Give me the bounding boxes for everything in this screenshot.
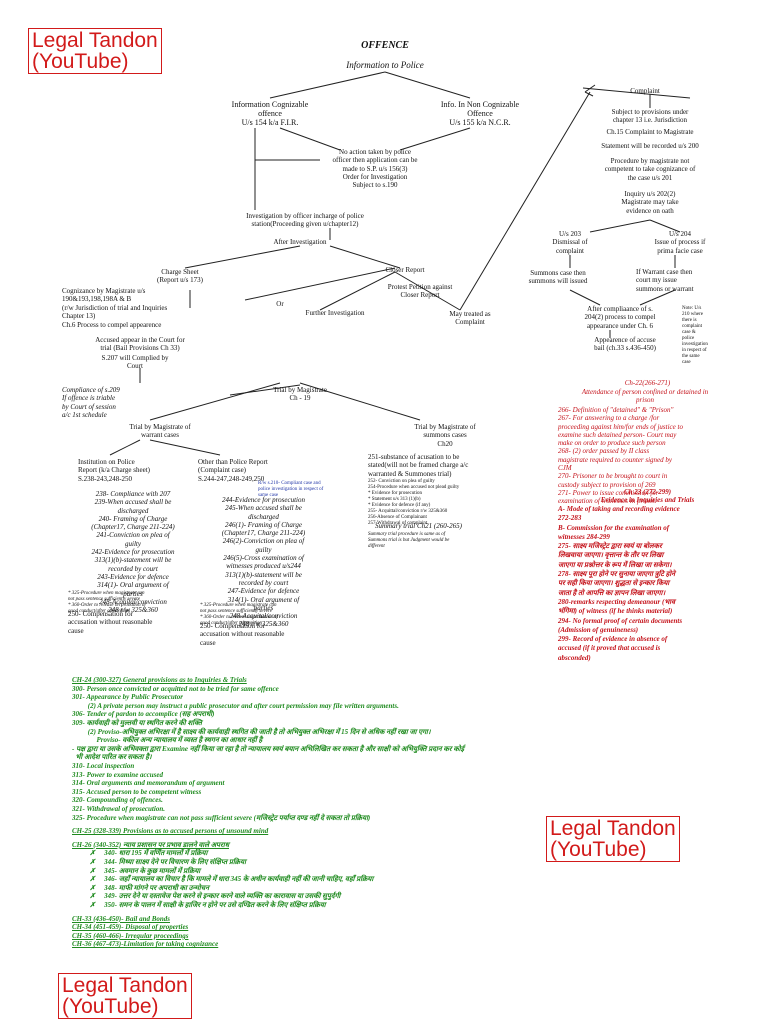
bottom-line: Proviso- वकील अन्य न्यायालय में व्यस्त ह… bbox=[72, 736, 263, 745]
bottom-line: CH-26 (340-352) न्याय प्रशासन पर प्रभाव … bbox=[72, 840, 230, 849]
node-cognizance: Cognizance by Magistrate u/s 190&193,198… bbox=[62, 287, 168, 320]
ch22-title: Ch-22(266-271) bbox=[624, 379, 671, 387]
bottom-line: ✗ 344- मिथ्या साक्ष्य देने पर विचारण के … bbox=[72, 858, 246, 866]
bottom-line: 320- Compounding of offences. bbox=[72, 796, 163, 805]
node-may-treated: May treated as Complaint bbox=[449, 310, 491, 327]
ch23-title: Ch 23 (272-299) bbox=[623, 488, 672, 496]
ch23-items: A- Mode of taking and recording evidence… bbox=[558, 505, 683, 662]
ch23-subtitle: Evidence in Inquiries and Trials bbox=[600, 496, 695, 504]
node-statement-200: Statement will be recorded u/s 200 bbox=[601, 142, 699, 150]
node-police-report-notes: * 325-Procedure when magistrate can not … bbox=[68, 591, 146, 614]
node-ch6: Ch.6 Process to compel appearence bbox=[62, 321, 162, 329]
node-appearance-bail: Appearence of accuse bail (ch.33 s.436-4… bbox=[594, 336, 656, 353]
watermark-bottom-left: Legal Tandon (YouTube) bbox=[58, 973, 192, 1019]
node-summons-cases: Trial by Magistrate of summons cases Ch2… bbox=[414, 423, 476, 448]
bottom-line: 300- Person once convicted or acquitted … bbox=[72, 684, 279, 693]
bottom-line: ✗ 346- जहाँ न्यायालय का विचार है कि मामल… bbox=[72, 875, 374, 884]
bottom-line: CH-24 (300-327) General provisions as to… bbox=[72, 676, 247, 684]
node-warrant-cases: Trial by Magistrate of warrant cases bbox=[129, 423, 191, 440]
node-ch15: Ch.15 Complaint to Magistrate bbox=[606, 128, 694, 136]
node-other-report-250: 250- Compensation for accusation without… bbox=[200, 622, 285, 647]
bottom-line: 314- Oral arguments and memorandum of ar… bbox=[72, 779, 225, 788]
node-after-investigation: After Investigation bbox=[273, 238, 327, 246]
bottom-line: ✗ 345- अवमान के कुछ मामलों में प्रक्रिया bbox=[72, 866, 201, 875]
bottom-line: ✗ 350- समन के पालन में साक्षी के हाजिर न… bbox=[72, 901, 326, 909]
node-us203: U/s 203 Dismissal of complaint bbox=[552, 230, 588, 255]
bottom-line: - पक्ष द्वारा या उसके अभिवक्ता द्वारा Ex… bbox=[72, 744, 465, 753]
bottom-line: CH-36 (467-473)-Limitation for taking co… bbox=[72, 940, 219, 949]
node-or: Or bbox=[276, 300, 284, 308]
node-complaint: Complaint bbox=[630, 87, 660, 95]
node-no-action: No action taken by police officer then a… bbox=[332, 148, 418, 173]
bottom-line: 309- कार्यवाही को मुल्तवी या स्थगित करने… bbox=[72, 719, 202, 727]
node-blue-note: R/w s.210- Compliant case and police inv… bbox=[258, 481, 324, 498]
node-accused-appear: Accused appear in the Court for trial (B… bbox=[95, 336, 185, 353]
watermark-top-left: Legal Tandon (YouTube) bbox=[28, 28, 162, 74]
node-closer-report: Closer Report bbox=[385, 266, 425, 274]
node-inquiry-202: Inquiry u/s 202(2) Magistrate may take e… bbox=[621, 190, 679, 215]
ch22-items: 266- Definition of "detained" & "Prison"… bbox=[558, 406, 683, 506]
node-police-report-250: 250- Compensation for accusation without… bbox=[68, 610, 153, 635]
bottom-line: 310- Local inspection bbox=[72, 762, 135, 770]
bottom-line: CH-25 (328-339) Provisions as to accused… bbox=[72, 827, 269, 836]
node-non-cognizable: Info. In Non Cognizable Offence U/s 155 … bbox=[440, 100, 520, 127]
node-us204: U/s 204 Issue of process if prima facie … bbox=[654, 230, 706, 255]
bottom-line: ✗ 349- उत्तर देने या दस्तावेज पेश करने स… bbox=[72, 892, 341, 901]
bottom-line: (2) Proviso-अभियुक्त अभिरक्षा में है साक… bbox=[72, 727, 431, 736]
node-charge-sheet: Charge Sheet (Report u/s 173) bbox=[157, 268, 203, 285]
node-investigation: Investigation by officer incharge of pol… bbox=[246, 212, 364, 229]
node-summary-trial: Summary trial Ch21 (260-265) bbox=[375, 522, 462, 530]
bottom-line: 315- Accused person to be competent witn… bbox=[72, 787, 202, 796]
node-other-report-notes: * 325-Procedure when magistrate can not … bbox=[200, 603, 278, 626]
bottom-line: (2) A private person may instruct a publ… bbox=[72, 701, 399, 710]
node-compliance-209: Compliance of s.209 If offence is triabl… bbox=[62, 386, 120, 419]
node-police-report-list: 238- Compliance with 207 239-When accuse… bbox=[91, 490, 175, 615]
bottom-line: CH-35 (460-466)- Irregular proceedings bbox=[72, 931, 189, 940]
node-summons-list: 252- Conviction on plea of guilty 254-Pr… bbox=[368, 479, 460, 526]
node-note-210: Note: U/s 210 where there is complaint c… bbox=[682, 306, 708, 365]
node-cognizable: Information Cognizable offence U/s 154 k… bbox=[231, 100, 309, 127]
bottom-line: भी आदेश पारित कर सकता है। bbox=[72, 753, 152, 762]
bottom-line: 313- Power to examine accused bbox=[72, 770, 163, 779]
bottom-line: CH-34 (451-459)- Disposal of properties bbox=[72, 923, 189, 932]
bottom-line: 306- Tender of pardon to accomplice (सह … bbox=[72, 710, 215, 719]
node-order-investigation: Order for Investigation Subject to s.190 bbox=[342, 173, 408, 190]
node-trial-magistrate: Trial by Magistrate Ch - 19 bbox=[273, 386, 327, 403]
chart-title: OFFENCE bbox=[361, 40, 409, 51]
node-summons-issued: Summons case then summons will issued bbox=[528, 269, 588, 286]
node-procedure-201: Procedure by magistrate not competent to… bbox=[604, 157, 696, 182]
bottom-line: ✗ 348- माफी मांगने पर अपराधी का उन्मोचन bbox=[72, 883, 210, 892]
bottom-line: CH-33 (436-450)- Bail and Bonds bbox=[72, 914, 171, 923]
node-protest-petition: Protest Petition against Closer Report bbox=[387, 283, 453, 300]
node-s207: S.207 will Complied by Court bbox=[101, 354, 169, 371]
node-other-report: Other than Police Report (Complaint case… bbox=[198, 458, 268, 483]
node-warrant-issued: If Warrant case then court my issue summ… bbox=[636, 268, 694, 293]
node-subject-provisions: Subject to provisions under chapter 13 i… bbox=[611, 108, 689, 125]
bottom-line: 321- Withdrawal of prosecution. bbox=[72, 805, 165, 813]
node-after-compliance: After compliaance of s. 204(2) process t… bbox=[584, 305, 656, 330]
bottom-line: 325- Procedure when magistrate can not p… bbox=[72, 813, 371, 822]
node-summons-251: 251-substance of acusation to be stated(… bbox=[368, 453, 469, 478]
bottom-line: ✗ 340- धारा 195 में वर्णित मामलों में प्… bbox=[72, 849, 208, 858]
node-other-report-list: 244-Evidence for prosecution 245-When ac… bbox=[221, 496, 306, 629]
ch22-subtitle: Attendance of person confined or detaine… bbox=[581, 388, 709, 405]
node-summary-text: Summary trial procedure is same as of Su… bbox=[368, 532, 450, 549]
node-police-report: Institution on Police Report (k/a Charge… bbox=[78, 458, 150, 483]
watermark-mid-right: Legal Tandon (YouTube) bbox=[546, 816, 680, 862]
bottom-line: 301- Appearance by Public Prosecutor bbox=[72, 693, 183, 702]
chart-subtitle: Information to Police bbox=[346, 60, 424, 70]
node-further-investigation: Further Investigation bbox=[305, 309, 365, 317]
